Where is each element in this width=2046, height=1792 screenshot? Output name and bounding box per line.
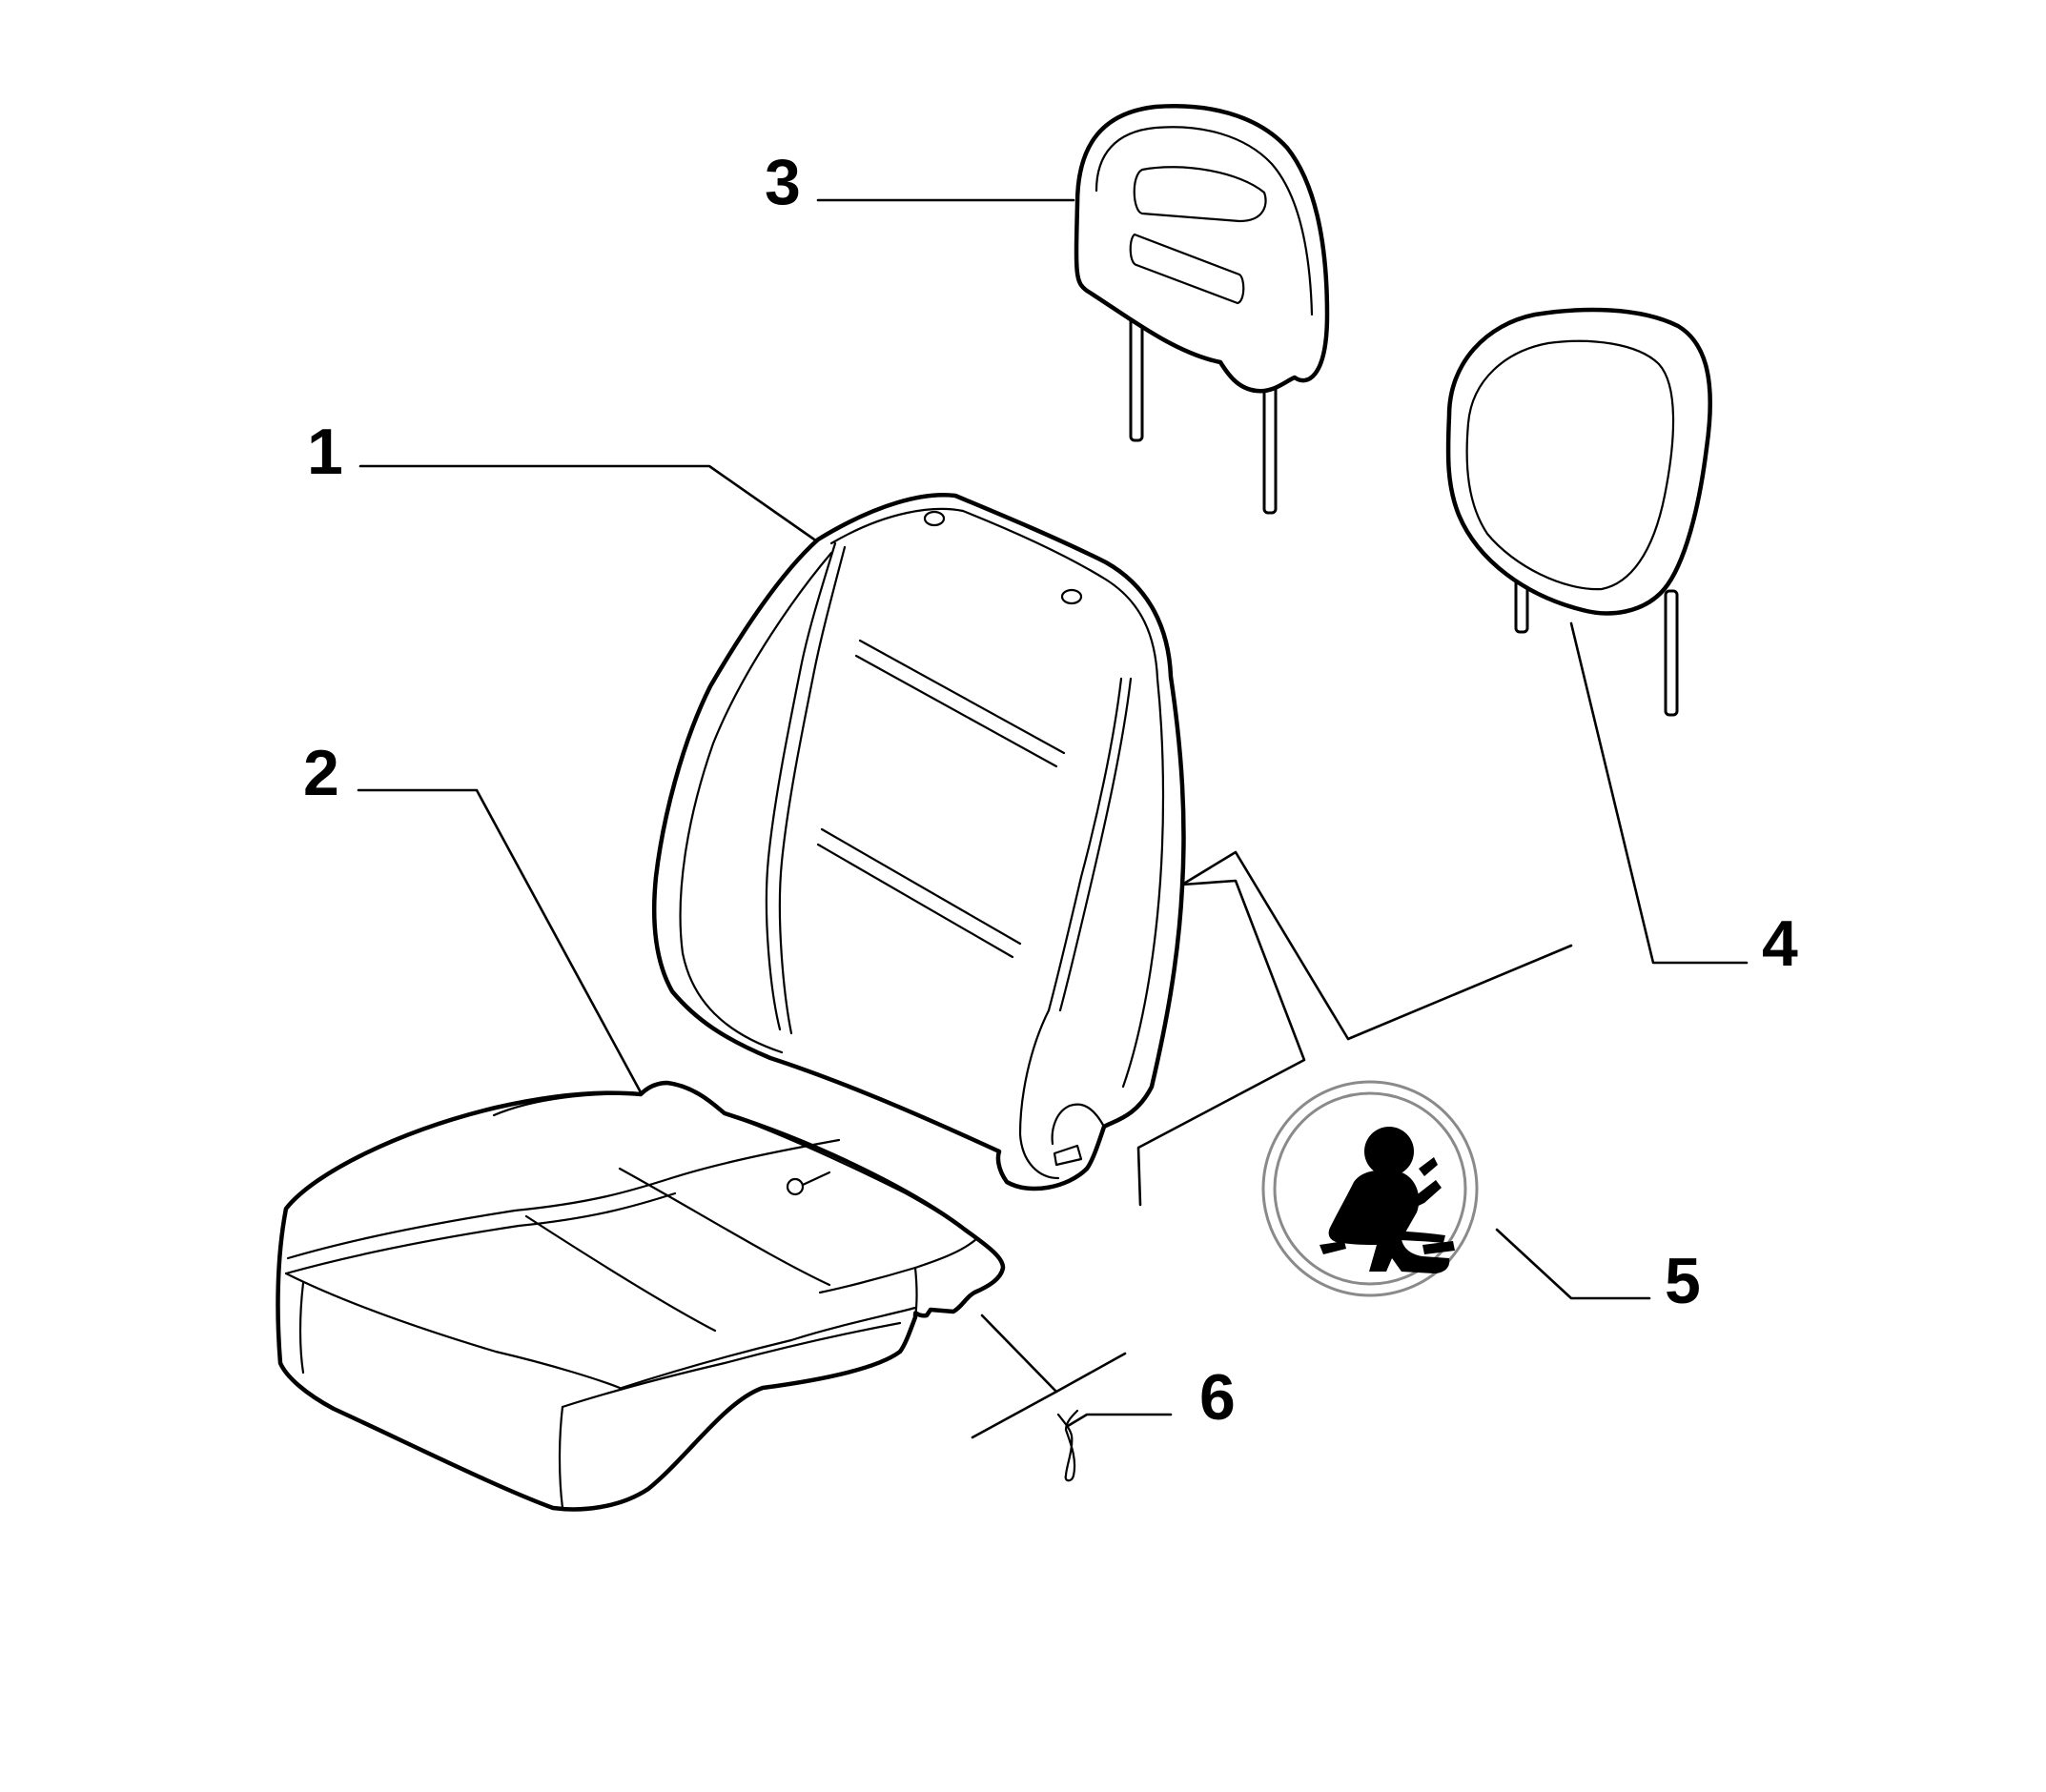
- leader-1-bracket-inner: [1136, 879, 1306, 1207]
- part-4-headrest-right: [1445, 307, 1712, 717]
- callout-1: 1: [307, 416, 343, 488]
- callout-6: 6: [1199, 1361, 1236, 1434]
- callout-4: 4: [1762, 907, 1798, 980]
- leader-5: [1495, 1228, 1651, 1300]
- leader-1: [358, 464, 819, 543]
- leader-1-bracket: [1180, 850, 1573, 1041]
- leader-6: [1066, 1413, 1173, 1428]
- callout-2: 2: [303, 737, 339, 809]
- leader-6-bracket-low: [971, 1390, 1058, 1439]
- leader-lines: [357, 198, 1749, 1439]
- part-5-seatbelt-label: [1261, 1080, 1479, 1297]
- seatbelt-icon: [1320, 1127, 1455, 1273]
- callout-3: 3: [765, 146, 801, 218]
- part-1-seat-back: [651, 493, 1186, 1191]
- leader-2: [357, 788, 643, 1094]
- part-3-headrest-upper: [1074, 104, 1330, 515]
- part-2-seat-cushion: [276, 1080, 1006, 1512]
- leader-4: [1569, 621, 1749, 965]
- callout-numbers: 1 2 3 4 5 6: [303, 146, 1798, 1434]
- callout-5: 5: [1665, 1245, 1701, 1317]
- part-6-clip: [1056, 1409, 1079, 1482]
- leader-6-bracket: [980, 1313, 1127, 1394]
